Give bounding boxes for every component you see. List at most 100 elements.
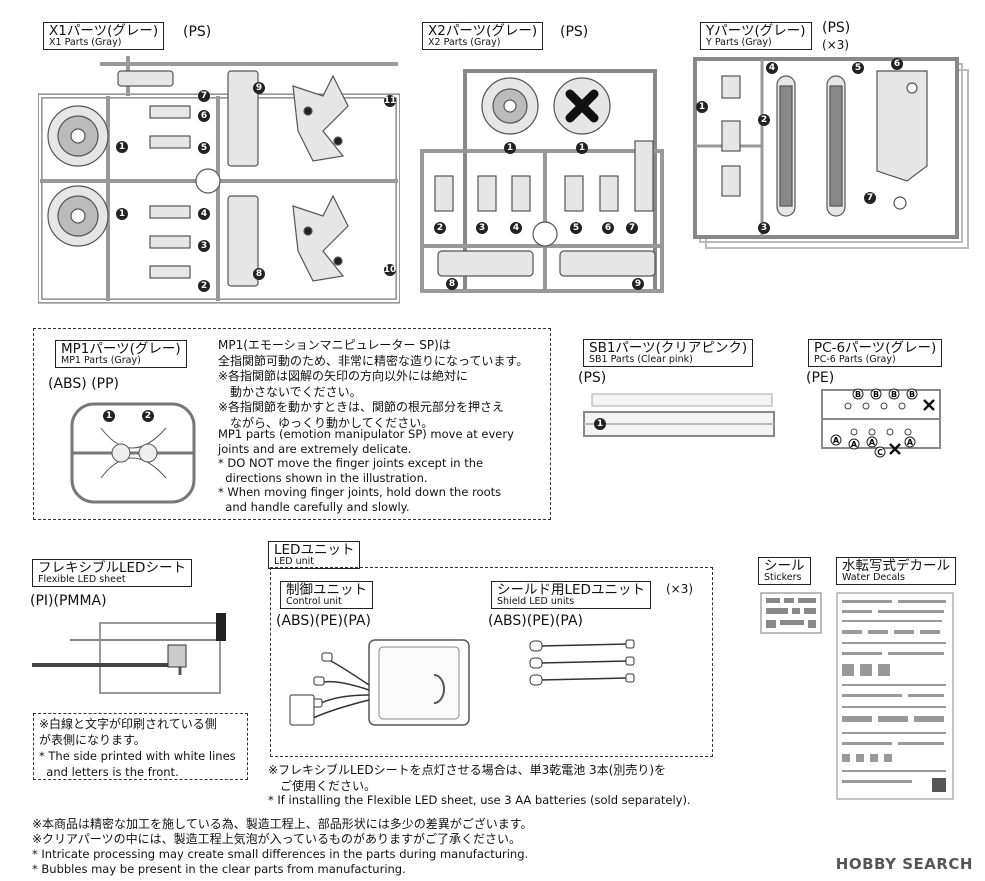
shield-led-art bbox=[528, 636, 648, 691]
y-parts-en: Y Parts (Gray) bbox=[706, 37, 772, 49]
x1-parts-jp: X1パーツ(グレー) bbox=[49, 23, 159, 39]
y-num-2: 2 bbox=[761, 115, 767, 125]
flex-led-sheet-art bbox=[30, 605, 240, 705]
y-parts-label: Yパーツ(グレー) Y Parts (Gray) bbox=[700, 22, 812, 51]
y-num-5: 5 bbox=[855, 63, 861, 73]
y-num-1: 1 bbox=[699, 102, 705, 112]
y-num-4: 4 bbox=[769, 63, 775, 73]
y-quantity: (×3) bbox=[822, 38, 850, 52]
led-unit-label: LEDユニット LED unit bbox=[268, 541, 361, 570]
mp1-num-2: 2 bbox=[145, 411, 151, 421]
x2-num-1b: 1 bbox=[579, 143, 585, 153]
sb1-parts-jp: SB1パーツ(クリアピンク) bbox=[589, 340, 748, 356]
stickers-label: シール Stickers bbox=[758, 557, 811, 586]
pc6-letter-a1: A bbox=[833, 436, 840, 445]
x2-parts-runner: 1 1 2 3 4 5 6 7 8 9 bbox=[420, 66, 670, 298]
x2-parts-en: X2 Parts (Gray) bbox=[428, 37, 501, 49]
stickers-jp: シール bbox=[764, 558, 805, 574]
control-unit-label: 制御ユニット Control unit bbox=[280, 581, 373, 610]
x2-num-5: 5 bbox=[573, 223, 579, 233]
y-material: (PS) bbox=[822, 20, 851, 36]
shield-led-jp: シールド用LEDユニット bbox=[497, 582, 645, 598]
pc6-letter-a4: A bbox=[907, 438, 914, 447]
pc6-letter-a3: A bbox=[869, 438, 876, 447]
mp1-parts-label: MP1パーツ(グレー) MP1 Parts (Gray) bbox=[55, 340, 187, 369]
pc6-letter-b3: B bbox=[891, 390, 897, 399]
x1-num-1b: 1 bbox=[119, 209, 125, 219]
led-unit-jp: LEDユニット bbox=[274, 542, 355, 558]
flex-led-jp: フレキシブルLEDシート bbox=[38, 560, 186, 576]
pc6-parts-en: PC-6 Parts (Gray) bbox=[814, 354, 896, 366]
sb1-parts-en: SB1 Parts (Clear pink) bbox=[589, 354, 693, 366]
flex-note-frame bbox=[33, 713, 248, 780]
x2-num-1a: 1 bbox=[507, 143, 513, 153]
mp1-description-en: MP1 parts (emotion manipulator SP) move … bbox=[218, 427, 514, 514]
mp1-dashed-frame bbox=[33, 328, 551, 520]
sb1-num-1: 1 bbox=[597, 419, 603, 429]
x1-num-3: 3 bbox=[201, 241, 207, 251]
footer-line-3: * Intricate processing may create small … bbox=[32, 847, 529, 861]
x1-parts-label: X1パーツ(グレー) X1 Parts (Gray) bbox=[43, 22, 165, 51]
y-parts-runner: 1 2 3 4 5 6 7 bbox=[692, 56, 972, 252]
flex-led-en: Flexible LED sheet bbox=[38, 574, 126, 586]
x1-num-7: 7 bbox=[201, 91, 207, 101]
footer-line-1: ※本商品は精密な加工を施している為、製造工程上、部品形状には多少の差異がございま… bbox=[32, 817, 533, 831]
shield-led-quantity: (×3) bbox=[666, 582, 694, 596]
footer-line-2: ※クリアパーツの中には、製造工程上気泡が入っているものがありますがご了承ください… bbox=[32, 832, 521, 846]
x2-material: (PS) bbox=[560, 24, 589, 40]
flex-note-en: * The side printed with white lines and … bbox=[39, 749, 236, 779]
x2-parts-jp: X2パーツ(グレー) bbox=[428, 23, 538, 39]
y-num-6: 6 bbox=[894, 59, 900, 69]
x1-num-5: 5 bbox=[201, 143, 207, 153]
x2-num-7: 7 bbox=[629, 223, 635, 233]
x2-num-6: 6 bbox=[605, 223, 611, 233]
x2-parts-label: X2パーツ(グレー) X2 Parts (Gray) bbox=[422, 22, 544, 51]
x2-num-2: 2 bbox=[437, 223, 443, 233]
x1-parts-en: X1 Parts (Gray) bbox=[49, 37, 122, 49]
y-num-3: 3 bbox=[761, 223, 767, 233]
x1-num-2: 2 bbox=[201, 281, 207, 291]
pc6-letter-a2: A bbox=[851, 440, 858, 449]
mp1-material: (ABS) (PP) bbox=[48, 376, 120, 392]
control-unit-en: Control unit bbox=[286, 596, 342, 608]
y-num-7: 7 bbox=[867, 193, 873, 203]
x1-num-6: 6 bbox=[201, 111, 207, 121]
stickers-sheet-art bbox=[760, 592, 822, 634]
sb1-parts-runner: 1 bbox=[580, 390, 780, 442]
decals-sheet-art bbox=[836, 592, 954, 800]
x1-num-8: 8 bbox=[256, 269, 262, 279]
x1-num-11: 11 bbox=[384, 96, 397, 106]
x1-num-10: 10 bbox=[384, 265, 397, 275]
x2-num-9: 9 bbox=[635, 279, 641, 289]
mp1-parts-en: MP1 Parts (Gray) bbox=[61, 355, 141, 367]
led-note-en: * If installing the Flexible LED sheet, … bbox=[268, 793, 691, 807]
mp1-num-1: 1 bbox=[106, 411, 112, 421]
mp1-parts-jp: MP1パーツ(グレー) bbox=[61, 341, 181, 357]
led-unit-en: LED unit bbox=[274, 556, 315, 568]
pc6-parts-runner: B B B B A A A A C bbox=[818, 384, 948, 460]
mp1-parts-runner: 1 2 bbox=[66, 398, 201, 508]
pc6-letter-b1: B bbox=[855, 390, 861, 399]
mp1-description-jp: MP1(エモーションマニピュレーター SP)は 全指関節可動のため、非常に精密な… bbox=[218, 338, 529, 430]
pc6-letter-b2: B bbox=[873, 390, 879, 399]
pc6-material: (PE) bbox=[806, 370, 835, 386]
pc6-letter-c: C bbox=[877, 448, 883, 457]
hobby-search-watermark: HOBBY SEARCH bbox=[835, 855, 973, 873]
pc6-parts-jp: PC-6パーツ(グレー) bbox=[814, 340, 937, 356]
stickers-en: Stickers bbox=[764, 572, 802, 584]
led-note-jp: ※フレキシブルLEDシートを点灯させる場合は、単3乾電池 3本(別売り)を ご使… bbox=[268, 763, 667, 793]
shield-led-material: (ABS)(PE)(PA) bbox=[488, 613, 584, 629]
decals-en: Water Decals bbox=[842, 572, 905, 584]
x1-material: (PS) bbox=[183, 24, 212, 40]
x2-num-8: 8 bbox=[449, 279, 455, 289]
y-parts-jp: Yパーツ(グレー) bbox=[706, 23, 806, 39]
pc6-parts-label: PC-6パーツ(グレー) PC-6 Parts (Gray) bbox=[808, 339, 943, 368]
x2-num-3: 3 bbox=[479, 223, 485, 233]
x2-num-4: 4 bbox=[513, 223, 519, 233]
footer-line-4: * Bubbles may be present in the clear pa… bbox=[32, 862, 406, 876]
flex-led-label: フレキシブルLEDシート Flexible LED sheet bbox=[32, 559, 192, 588]
pc6-letter-b4: B bbox=[909, 390, 915, 399]
control-unit-jp: 制御ユニット bbox=[286, 582, 367, 598]
x1-num-9: 9 bbox=[256, 83, 262, 93]
sb1-material: (PS) bbox=[578, 370, 607, 386]
